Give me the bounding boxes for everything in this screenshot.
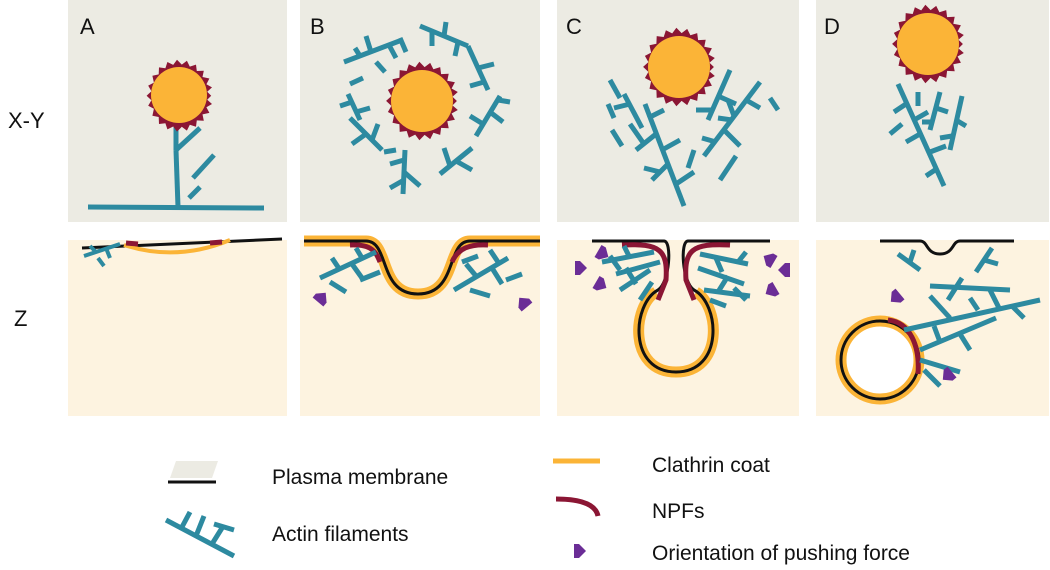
legend-actin-filaments: Actin filaments: [272, 523, 409, 546]
force-arrow-icon: [574, 544, 586, 558]
actin-network-c: [605, 68, 781, 207]
z-panel-a: [68, 240, 287, 416]
row-label-z: Z: [14, 306, 27, 331]
panel-letter-c: C: [566, 14, 582, 39]
actin-network-d: [888, 82, 968, 188]
row-label-xy: X-Y: [8, 108, 45, 133]
npf-swatch-icon: [555, 496, 601, 517]
membrane-swatch-icon: [168, 461, 218, 484]
legend-npfs: NPFs: [652, 500, 705, 523]
side-view-c: [575, 239, 790, 378]
legend-clathrin-coat: Clathrin coat: [652, 454, 770, 477]
coated-pit-c: [648, 36, 710, 98]
coated-pit-d: [897, 13, 959, 75]
legend-plasma-membrane: Plasma membrane: [272, 466, 448, 489]
side-view-a: [81, 237, 283, 268]
panel-letter-a: A: [80, 14, 95, 39]
coated-pit-a: [151, 67, 207, 123]
legend: Plasma membrane Actin filaments Clathrin…: [164, 454, 910, 565]
side-view-d: [835, 239, 1041, 405]
side-view-b: [304, 235, 540, 312]
actin-network-b: [339, 21, 511, 195]
legend-pushing-force: Orientation of pushing force: [652, 542, 910, 565]
panel-letter-d: D: [824, 14, 840, 39]
z-panel-c: [557, 240, 799, 416]
coated-pit-b: [391, 70, 453, 132]
panel-letter-b: B: [310, 14, 325, 39]
actin-swatch-icon: [164, 510, 236, 559]
